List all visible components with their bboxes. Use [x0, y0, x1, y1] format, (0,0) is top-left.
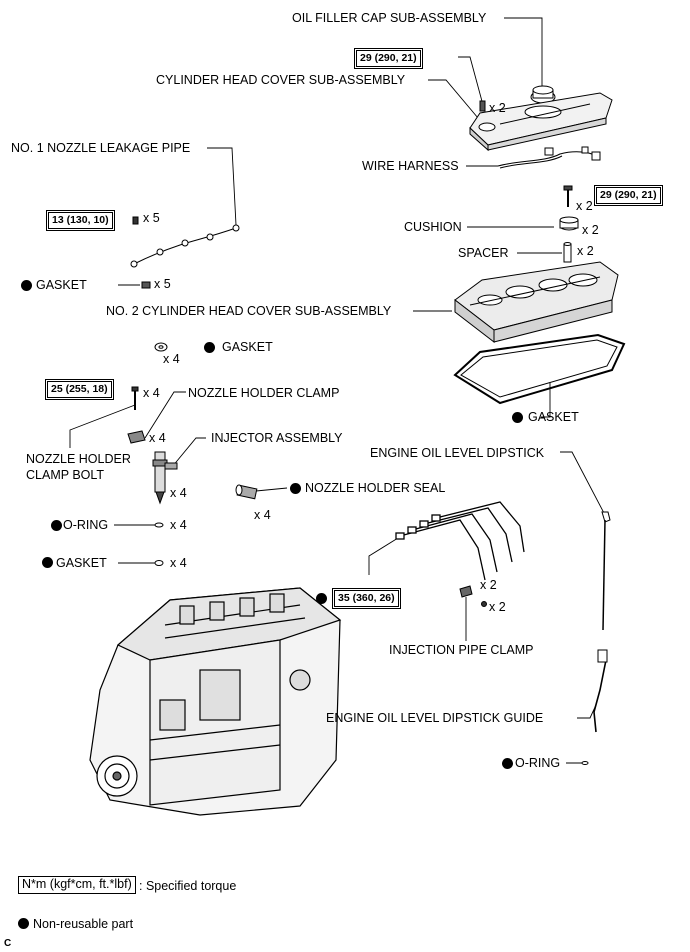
legend-torque-desc: : Specified torque: [139, 879, 237, 893]
nozzle-leakage-pipe-label: NO. 1 NOZZLE LEAKAGE PIPE: [11, 141, 191, 155]
washer-gasket-label: GASKET: [222, 340, 273, 354]
injector-drawing: [152, 451, 178, 505]
legend-nonreusable-mark: [18, 918, 29, 929]
spacer-drawing: [563, 242, 572, 263]
injector-assembly-label: INJECTOR ASSEMBLY: [211, 431, 343, 445]
dipstick-drawing: [601, 511, 611, 631]
o-ring-qty: x 4: [170, 518, 187, 532]
nozzle-holder-seal-label: NOZZLE HOLDER SEAL: [305, 481, 446, 495]
cover-torque-box: 29 (290, 21): [356, 50, 421, 67]
leader-lines: [69, 17, 606, 764]
dipstick-guide-label: ENGINE OIL LEVEL DIPSTICK GUIDE: [326, 711, 544, 725]
corner-mark: C: [4, 938, 12, 949]
injector-o-ring-label: O-RING: [63, 518, 109, 532]
washer-gasket-drawing: [154, 342, 168, 352]
guide-o-ring-label: O-RING: [515, 756, 561, 770]
injection-pipe-clamp-drawing: [459, 585, 487, 607]
cylinder-head-cover-drawing: [469, 92, 613, 152]
cover-bolt-qty: x 2: [489, 101, 506, 115]
nonreusable-mark: [502, 758, 513, 769]
cover-gasket-label: GASKET: [528, 410, 579, 424]
oil-filler-cap-drawing: [530, 85, 556, 104]
injector-gasket-qty: x 4: [170, 556, 187, 570]
injection-pipe-clamp-label: INJECTION PIPE CLAMP: [389, 643, 534, 657]
nonreusable-mark: [51, 520, 62, 531]
nonreusable-mark: [21, 280, 32, 291]
guide-o-ring-drawing: [581, 761, 589, 765]
injector-gasket-label: GASKET: [56, 556, 107, 570]
dipstick-label: ENGINE OIL LEVEL DIPSTICK: [370, 446, 545, 460]
clamp-bolt-qty: x 4: [143, 386, 160, 400]
wire-harness-label: WIRE HARNESS: [362, 159, 459, 173]
pipe-gasket-drawing: [141, 281, 151, 289]
washer-gasket-qty: x 4: [163, 352, 180, 366]
injection-pipe-torque-box: 35 (360, 26): [334, 590, 399, 607]
pipe-gasket-qty: x 5: [154, 277, 171, 291]
no2-bolt-qty: x 2: [576, 199, 593, 213]
injector-gasket-drawing: [154, 560, 164, 566]
nonreusable-mark: [316, 593, 327, 604]
wire-harness-drawing: [497, 146, 601, 169]
legend-torque-unit: N*m (kgf*cm, ft.*lbf): [18, 876, 136, 894]
nozzle-holder-clamp-drawing: [127, 430, 146, 444]
pipe-clamp-qty-a: x 2: [480, 578, 497, 592]
o-ring-drawing: [154, 522, 164, 528]
pipe-clamp-qty-b: x 2: [489, 600, 506, 614]
nonreusable-mark: [290, 483, 301, 494]
no2-cylinder-head-cover-drawing: [454, 261, 619, 344]
cushion-label: CUSHION: [404, 220, 462, 234]
nonreusable-mark: [204, 342, 215, 353]
clamp-bolt-label-line2: CLAMP BOLT: [26, 468, 105, 482]
leak-pipe-torque-box: 13 (130, 10): [48, 212, 113, 229]
seal-qty: x 4: [254, 508, 271, 522]
dipstick-guide-drawing: [593, 649, 608, 733]
injection-pipes-drawing: [395, 501, 525, 581]
clamp-qty: x 4: [149, 431, 166, 445]
clamp-bolt-label-line1: NOZZLE HOLDER: [26, 452, 131, 466]
nozzle-holder-clamp-label: NOZZLE HOLDER CLAMP: [188, 386, 340, 400]
clamp-bolt-torque-box: 25 (255, 18): [47, 381, 112, 398]
cushion-qty: x 2: [582, 223, 599, 237]
cushion-drawing: [559, 216, 579, 231]
nonreusable-mark: [42, 557, 53, 568]
cover-gasket-drawing: [453, 333, 626, 405]
no2-cover-torque-box: 29 (290, 21): [596, 187, 661, 204]
oil-filler-cap-label: OIL FILLER CAP SUB-ASSEMBLY: [292, 11, 487, 25]
engine-block-drawing: [89, 587, 342, 816]
nozzle-holder-seal-drawing: [235, 484, 258, 500]
no2-cylinder-head-cover-label: NO. 2 CYLINDER HEAD COVER SUB-ASSEMBLY: [106, 304, 392, 318]
leak-bolt-qty: x 5: [143, 211, 160, 225]
injector-qty: x 4: [170, 486, 187, 500]
spacer-qty: x 2: [577, 244, 594, 258]
spacer-label: SPACER: [458, 246, 509, 260]
nozzle-leakage-pipe-drawing: [130, 216, 240, 268]
nonreusable-mark: [512, 412, 523, 423]
no2-cover-bolt-drawing: [563, 185, 573, 207]
legend-nonreusable-text: Non-reusable part: [33, 917, 134, 931]
clamp-bolt-drawing: [131, 386, 139, 410]
cylinder-head-cover-label: CYLINDER HEAD COVER SUB-ASSEMBLY: [156, 73, 406, 87]
pipe-gasket-label: GASKET: [36, 278, 87, 292]
